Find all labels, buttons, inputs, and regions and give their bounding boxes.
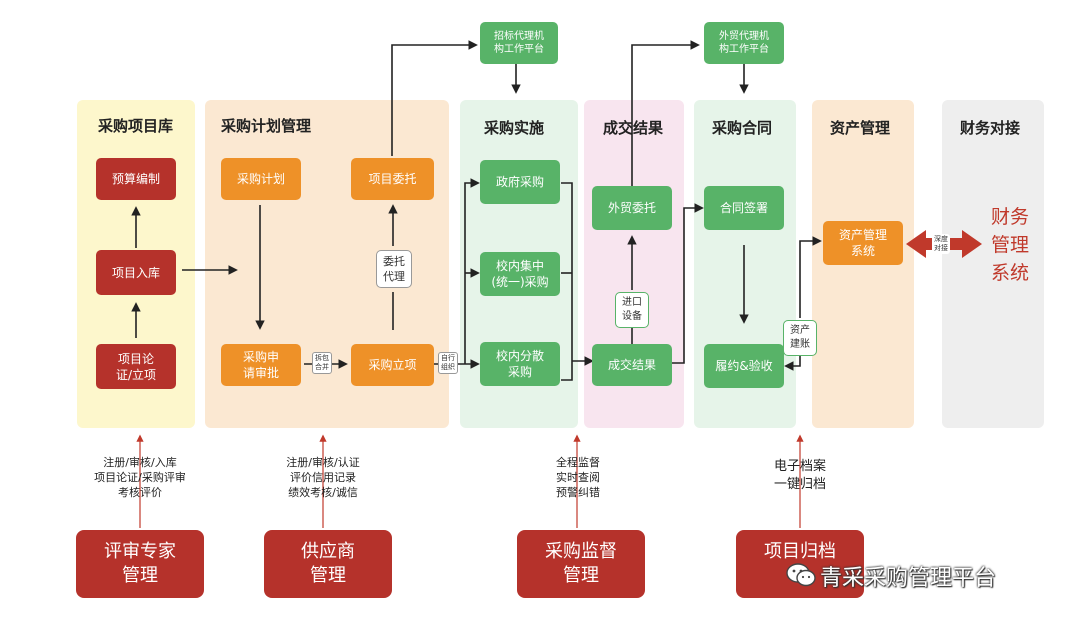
box-gov-purchase: 政府采购: [480, 160, 560, 204]
column-title-plan: 采购计划管理: [221, 117, 312, 135]
column-title-asset: 资产管理: [830, 119, 891, 137]
column-title-contract: 采购合同: [712, 119, 773, 137]
column-title-implement: 采购实施: [484, 119, 545, 137]
box-contract-sign: 合同签署: [704, 186, 784, 230]
box-asset-system: 资产管理 系统: [823, 221, 903, 265]
tag-deep-link: 深度 对接: [932, 234, 950, 254]
column-title-finance: 财务对接: [960, 119, 1021, 137]
watermark-text: 青采采购管理平台: [820, 566, 997, 591]
note-supervise: 全程监督 实时查阅 预警纠错: [556, 456, 600, 499]
box-campus-dispersed: 校内分散 采购: [480, 342, 560, 386]
box-campus-central: 校内集中 (统一)采购: [480, 252, 560, 296]
box-budget: 预算编制: [96, 158, 176, 200]
note-supplier: 注册/审核/认证 评价信用记录 绩效考核/诚信: [286, 456, 360, 499]
box-foreign-entrust: 外贸委托: [592, 186, 672, 230]
tag-split-merge: 拆包 合并: [312, 352, 332, 374]
box-bid-agency-platform: 招标代理机 构工作平台: [480, 22, 558, 64]
block-supplier-management: 供应商 管理: [264, 530, 392, 598]
block-expert-management: 评审专家 管理: [76, 530, 204, 598]
block-supervise-management: 采购监督 管理: [517, 530, 645, 598]
box-perform-accept: 履约&验收: [704, 344, 784, 388]
tag-asset-account: 资产 建账: [783, 320, 817, 356]
column-title-project-library: 采购项目库: [98, 117, 174, 135]
tag-import-device: 进口 设备: [615, 292, 649, 328]
box-project-demo: 项目论 证/立项: [96, 344, 176, 389]
box-purchase-setup: 采购立项: [351, 344, 434, 386]
box-foreign-agency-platform: 外贸代理机 构工作平台: [704, 22, 784, 64]
finance-system-label: 财务 管理 系统: [990, 206, 1029, 284]
tag-self-org: 自行 组织: [438, 352, 458, 374]
wechat-icon: [786, 562, 816, 588]
box-deal-result: 成交结果: [592, 344, 672, 386]
tag-entrust-agent: 委托 代理: [376, 250, 412, 288]
box-purchase-apply: 采购申 请审批: [221, 344, 301, 386]
note-expert: 注册/审核/入库 项目论证/采购评审 考核评价: [94, 456, 186, 499]
note-archive: 电子档案 一键归档: [773, 459, 826, 492]
box-purchase-plan: 采购计划: [221, 158, 301, 200]
box-project-entrust: 项目委托: [351, 158, 434, 200]
column-title-result: 成交结果: [603, 119, 664, 137]
column-finance: [942, 100, 1044, 428]
box-project-in: 项目入库: [96, 250, 176, 295]
